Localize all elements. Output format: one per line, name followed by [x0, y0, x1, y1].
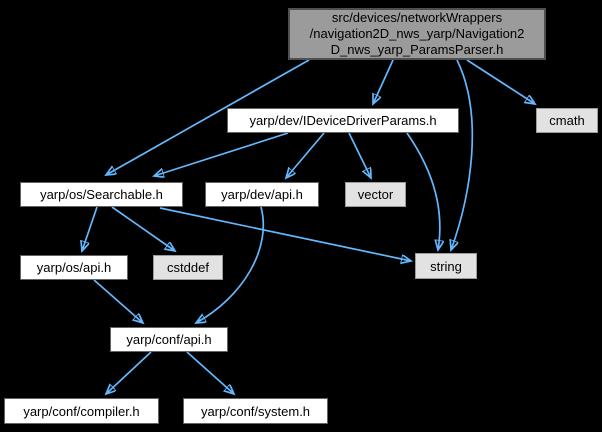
- edge-conf-api-to-conf-compiler: [106, 351, 152, 394]
- node-searchable-label: yarp/os/Searchable.h: [40, 187, 163, 202]
- node-conf-system-label: yarp/conf/system.h: [200, 403, 311, 419]
- node-dev-api-label: yarp/dev/api.h: [221, 187, 303, 202]
- edge-searchable-to-string: [159, 207, 411, 261]
- node-os-api-label: yarp/os/api.h: [36, 260, 112, 275]
- node-conf-api-label: yarp/conf/api.h: [126, 332, 212, 347]
- node-cstddef: cstddef: [153, 255, 223, 280]
- node-cstddef-label: cstddef: [167, 260, 209, 275]
- node-conf-compiler-label: yarp/conf/compiler.h: [23, 403, 140, 419]
- node-params-parser-header: src/devices/networkWrappers /navigation2…: [288, 8, 546, 60]
- edge-idevicedriverparams-to-searchable: [154, 132, 289, 176]
- edge-params-parser-header-to-searchable: [106, 59, 310, 175]
- edge-dev-api-to-conf-api: [196, 206, 265, 323]
- node-cmath: cmath: [536, 108, 598, 133]
- node-conf-compiler[interactable]: yarp/conf/compiler.h: [4, 398, 159, 424]
- edge-idevicedriverparams-to-dev-api: [286, 132, 325, 178]
- edge-os-api-to-conf-api: [93, 279, 143, 323]
- edge-conf-api-to-conf-system: [186, 351, 234, 394]
- node-conf-api[interactable]: yarp/conf/api.h: [110, 327, 228, 352]
- edge-params-parser-header-to-string: [451, 59, 474, 250]
- node-searchable[interactable]: yarp/os/Searchable.h: [20, 182, 183, 207]
- node-idevicedriverparams[interactable]: yarp/dev/IDeviceDriverParams.h: [227, 108, 459, 133]
- edge-params-parser-header-to-cmath: [466, 59, 535, 104]
- edge-params-parser-header-to-idevicedriverparams: [373, 59, 394, 104]
- edge-idevicedriverparams-to-vector: [348, 132, 371, 178]
- edge-idevicedriverparams-to-string: [406, 132, 440, 250]
- node-os-api[interactable]: yarp/os/api.h: [20, 255, 128, 280]
- edge-searchable-to-cstddef: [111, 206, 175, 251]
- node-dev-api[interactable]: yarp/dev/api.h: [205, 182, 319, 207]
- node-params-parser-header-label: src/devices/networkWrappers /navigation2…: [309, 10, 525, 57]
- node-cmath-label: cmath: [549, 113, 585, 128]
- edge-searchable-to-os-api: [82, 206, 98, 251]
- node-vector: vector: [345, 182, 406, 207]
- node-vector-label: vector: [357, 187, 394, 202]
- node-string: string: [415, 253, 477, 279]
- node-idevicedriverparams-label: yarp/dev/IDeviceDriverParams.h: [249, 113, 437, 128]
- node-string-label: string: [430, 258, 462, 274]
- node-conf-system[interactable]: yarp/conf/system.h: [183, 398, 328, 424]
